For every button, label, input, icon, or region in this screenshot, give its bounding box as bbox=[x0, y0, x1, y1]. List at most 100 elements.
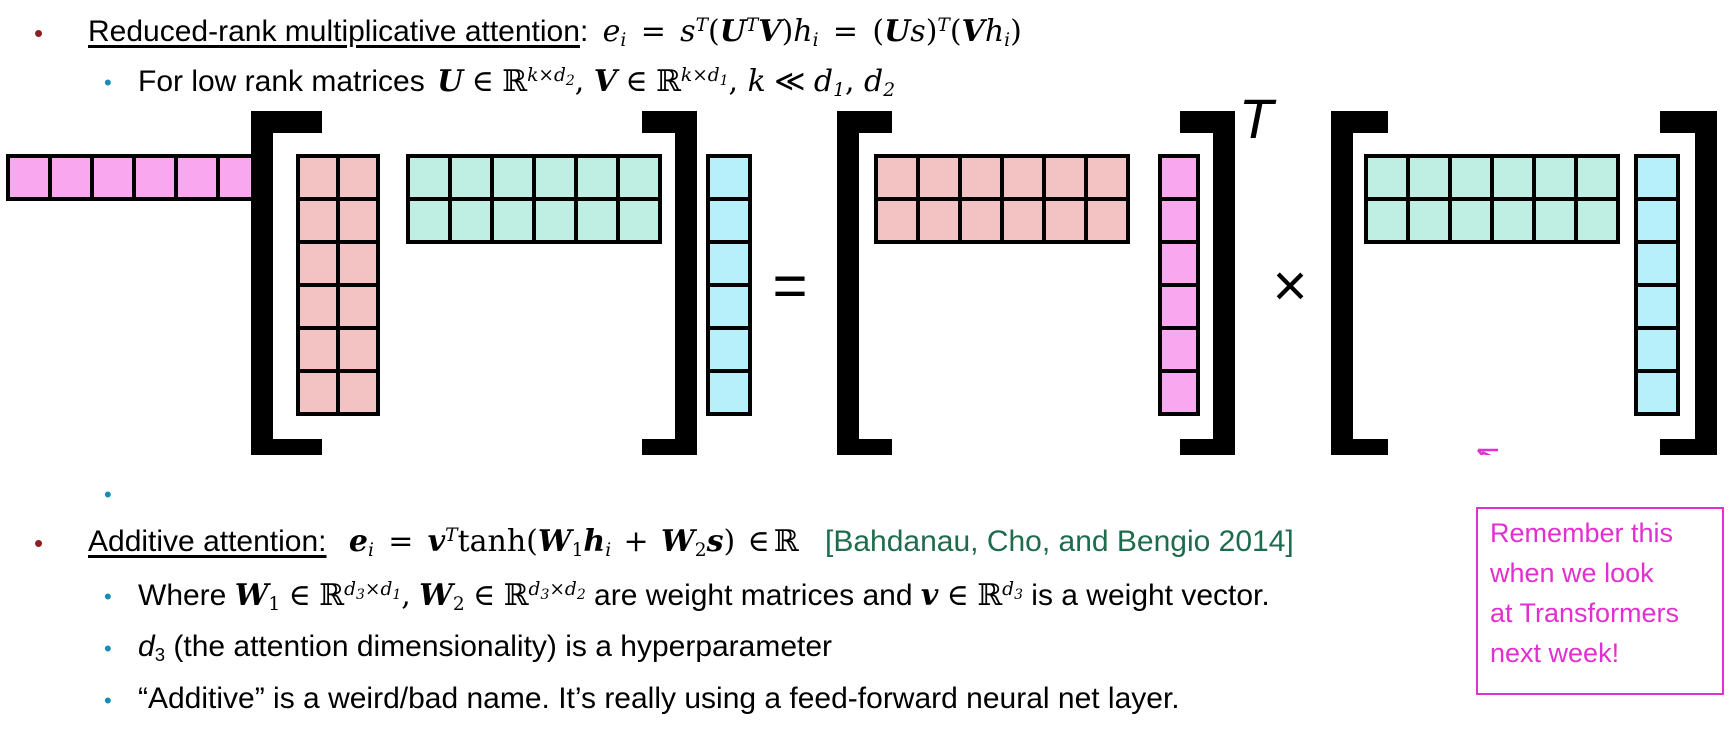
s-column-vector-cell bbox=[1158, 197, 1200, 244]
s-column-vector-cell bbox=[1158, 240, 1200, 287]
v-matrix-cell bbox=[490, 154, 536, 201]
v-matrix-cell bbox=[490, 197, 536, 244]
v-matrix-right-cell bbox=[1490, 197, 1536, 244]
u-transpose-cell bbox=[336, 283, 380, 330]
weight-matrices-formula: W1 ∈ ℝd3×d1, W2 ∈ ℝd3×d2 bbox=[234, 578, 586, 616]
u-transpose-cell bbox=[296, 154, 340, 201]
u-matrix-cell bbox=[1042, 154, 1088, 201]
weight-vector-formula: v ∈ ℝd3 bbox=[920, 578, 1023, 613]
s-column-vector-cell bbox=[1158, 283, 1200, 330]
v-matrix-cell bbox=[574, 154, 620, 201]
u-matrix-cell bbox=[1042, 197, 1088, 244]
v-matrix-cell bbox=[406, 197, 452, 244]
u-transpose-cell bbox=[296, 326, 340, 373]
u-matrix-cell bbox=[1084, 154, 1130, 201]
u-matrix-cell bbox=[1084, 197, 1130, 244]
u-transpose-cell bbox=[336, 197, 380, 244]
additive-attention-item: • Additive attention: ei = vTtanh(W1hi +… bbox=[34, 524, 1474, 564]
v-matrix-right-cell bbox=[1574, 197, 1620, 244]
additive-subitem-where: • Where W1 ∈ ℝd3×d1, W2 ∈ ℝd3×d2 are wei… bbox=[104, 578, 1464, 618]
reduced-rank-item: • Reduced-rank multiplicative attention:… bbox=[34, 14, 1234, 54]
h-column-vector-cell bbox=[706, 369, 752, 416]
s-row-vector-cell bbox=[48, 154, 94, 201]
v-matrix-right-cell bbox=[1448, 197, 1494, 244]
v-matrix-right-cell bbox=[1406, 197, 1452, 244]
u-matrix-cell bbox=[1000, 197, 1046, 244]
h-column-vector-right-cell bbox=[1634, 369, 1680, 416]
hyperparameter-text: (the attention dimensionality) is a hype… bbox=[173, 630, 833, 663]
low-rank-subitem: • For low rank matrices U ∈ ℝk×d2, V ∈ ℝ… bbox=[104, 64, 1104, 104]
sub-bullet-marker: • bbox=[104, 70, 112, 95]
u-matrix-cell bbox=[874, 154, 920, 201]
reduced-rank-title: Reduced-rank multiplicative attention bbox=[88, 15, 580, 48]
v-matrix-cell bbox=[616, 197, 662, 244]
where-text: Where bbox=[138, 579, 227, 612]
v-matrix-cell bbox=[574, 197, 620, 244]
s-column-vector-cell bbox=[1158, 326, 1200, 373]
sub-bullet-marker: • bbox=[104, 688, 112, 713]
title-colon: : bbox=[579, 15, 589, 48]
h-column-vector-right-cell bbox=[1634, 154, 1680, 201]
note-arrow bbox=[1481, 450, 1492, 455]
v-matrix-cell bbox=[448, 197, 494, 244]
citation: [Bahdanau, Cho, and Bengio 2014] bbox=[825, 525, 1294, 558]
right-bracket-2 bbox=[1180, 111, 1235, 455]
note-line: next week! bbox=[1490, 638, 1620, 668]
v-matrix-right-cell bbox=[1532, 154, 1578, 201]
bullet-marker: • bbox=[34, 18, 44, 48]
empty-sub-bullet: • bbox=[104, 482, 112, 507]
h-column-vector-cell bbox=[706, 154, 752, 201]
weight-matrices-text: are weight matrices and bbox=[594, 579, 913, 612]
u-transpose-cell bbox=[296, 283, 340, 330]
v-matrix-right-cell bbox=[1364, 197, 1410, 244]
equals-sign: = bbox=[772, 252, 807, 319]
u-transpose-cell bbox=[336, 369, 380, 416]
transpose-superscript: T bbox=[1239, 95, 1277, 150]
u-transpose-cell bbox=[296, 197, 340, 244]
low-rank-formula: U ∈ ℝk×d2, V ∈ ℝk×d1, k ≪ d1, d2 bbox=[437, 64, 896, 102]
u-transpose-cell bbox=[296, 240, 340, 287]
low-rank-prefix: For low rank matrices bbox=[138, 65, 425, 98]
v-matrix-right-cell bbox=[1364, 154, 1410, 201]
right-bracket-3 bbox=[1660, 111, 1717, 455]
note-line: when we look bbox=[1490, 558, 1654, 588]
additive-name-text: “Additive” is a weird/bad name. It’s rea… bbox=[138, 682, 1180, 715]
u-matrix-cell bbox=[1000, 154, 1046, 201]
additive-attention-formula: ei = vTtanh(W1hi + W2s) ∈ℝ bbox=[348, 524, 799, 562]
v-matrix-cell bbox=[532, 154, 578, 201]
v-matrix-right-cell bbox=[1406, 154, 1452, 201]
u-matrix-cell bbox=[874, 197, 920, 244]
v-matrix-cell bbox=[448, 154, 494, 201]
h-column-vector-right-cell bbox=[1634, 240, 1680, 287]
s-row-vector-cell bbox=[132, 154, 178, 201]
s-column-vector-cell bbox=[1158, 369, 1200, 416]
v-matrix-cell bbox=[532, 197, 578, 244]
left-bracket-1 bbox=[251, 111, 322, 455]
v-matrix-right-cell bbox=[1448, 154, 1494, 201]
additive-subitem-hyperparameter: • d3 (the attention dimensionality) is a… bbox=[104, 630, 1104, 670]
u-transpose-cell bbox=[336, 154, 380, 201]
u-transpose-cell bbox=[336, 326, 380, 373]
h-column-vector-right-cell bbox=[1634, 197, 1680, 244]
d3-symbol: d3 bbox=[138, 630, 166, 666]
u-matrix-cell bbox=[958, 154, 1004, 201]
s-row-vector-cell bbox=[174, 154, 220, 201]
sub-bullet-marker: • bbox=[104, 636, 112, 661]
right-bracket-1 bbox=[642, 111, 697, 455]
s-row-vector-cell bbox=[6, 154, 52, 201]
left-bracket-2 bbox=[837, 111, 892, 455]
additive-attention-title: Additive attention: bbox=[88, 525, 327, 558]
weight-vector-text: is a weight vector. bbox=[1031, 579, 1270, 612]
h-column-vector-right-cell bbox=[1634, 326, 1680, 373]
v-matrix-right-cell bbox=[1574, 154, 1620, 201]
low-rank-matrix-diagram: = × T bbox=[6, 95, 1717, 455]
transformers-note: Remember this when we look at Transforme… bbox=[1476, 507, 1724, 695]
note-line: Remember this bbox=[1490, 518, 1674, 548]
reduced-rank-formula: ei = sT(UTV)hi = (Us)T(Vhi) bbox=[602, 14, 1022, 52]
u-matrix-cell bbox=[958, 197, 1004, 244]
s-row-vector-cell bbox=[90, 154, 136, 201]
sub-bullet-marker: • bbox=[104, 584, 112, 609]
additive-subitem-name: • “Additive” is a weird/bad name. It’s r… bbox=[104, 682, 1404, 722]
h-column-vector-right-cell bbox=[1634, 283, 1680, 330]
v-matrix-cell bbox=[406, 154, 452, 201]
